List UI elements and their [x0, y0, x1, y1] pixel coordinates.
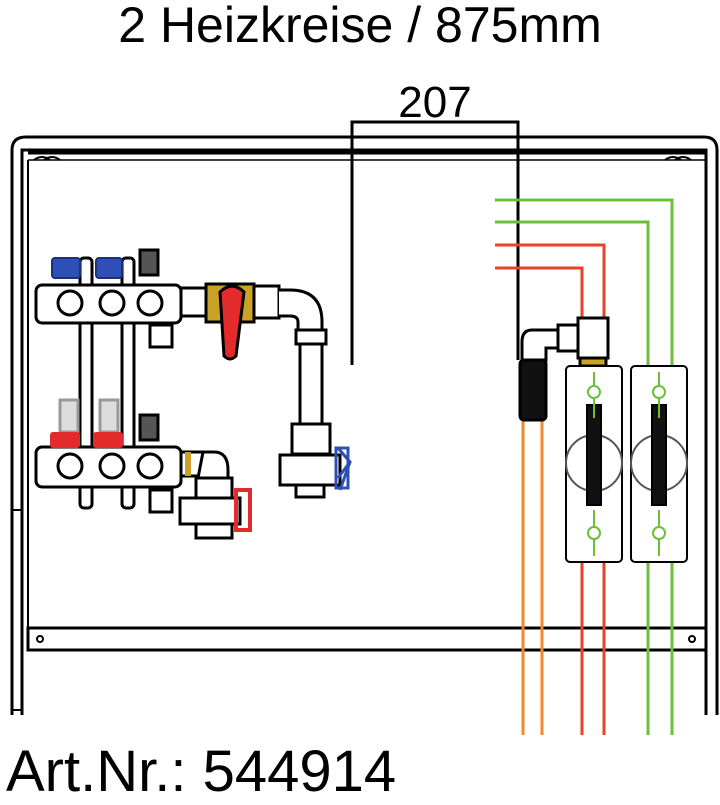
- tee-fitting: [518, 316, 610, 422]
- heat-meter-unit-1: [565, 365, 623, 563]
- return-caps-blue: [51, 257, 123, 279]
- dimension-bracket: [350, 120, 520, 365]
- blue-handle: [334, 446, 350, 490]
- diagram-title: 2 Heizkreise / 875mm: [118, 0, 602, 53]
- green-pipes: [495, 198, 674, 735]
- return-pipe: [179, 282, 342, 499]
- article-number: Art.Nr.: 544914: [6, 739, 397, 804]
- manifold: [34, 248, 183, 514]
- dimension-label: 207: [398, 78, 472, 127]
- flow-meters-red: [50, 432, 123, 448]
- red-valve-handle: [234, 488, 252, 532]
- heat-meter-unit-2: [630, 365, 688, 563]
- red-pipes: [495, 243, 606, 735]
- orange-pipes: [521, 420, 544, 735]
- cabinet-frame: [10, 135, 719, 715]
- supply-pipe: [178, 450, 242, 540]
